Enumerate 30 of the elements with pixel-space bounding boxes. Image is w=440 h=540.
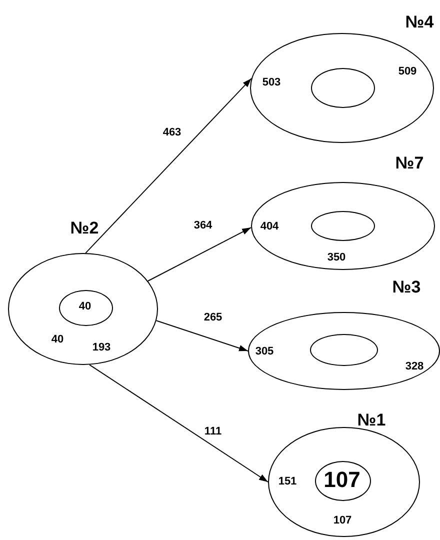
node-number: 305: [255, 346, 274, 357]
node-heading: №3: [392, 278, 421, 295]
arrow: [89, 364, 268, 482]
node-number: 350: [327, 252, 346, 263]
edge-label: 265: [202, 312, 224, 324]
ellipse-node: [58, 290, 112, 326]
node-heading: №2: [70, 219, 99, 236]
node-number: 151: [278, 476, 297, 487]
ellipse-node: [314, 460, 370, 500]
node-number: 40: [51, 334, 64, 345]
node-number: 193: [92, 342, 111, 353]
node-number: 404: [260, 221, 279, 232]
node-number: 503: [262, 77, 281, 88]
node-heading: №1: [357, 411, 386, 428]
arrow: [147, 227, 252, 282]
edge-label: 364: [192, 220, 214, 232]
arrow: [156, 320, 248, 352]
node-number: 328: [405, 361, 424, 372]
node-number: 107: [333, 515, 352, 526]
edge-label: 111: [203, 426, 223, 438]
ellipse-node: [310, 210, 374, 240]
edge-label: 463: [162, 128, 182, 138]
arrow: [85, 78, 252, 254]
node-heading: №4: [405, 13, 434, 30]
node-number: 107: [324, 469, 360, 491]
node-number: 509: [398, 66, 417, 77]
node-number: 40: [78, 302, 92, 312]
node-heading: №7: [395, 154, 424, 171]
ellipse-node: [310, 334, 378, 366]
ellipse-node: [310, 68, 374, 108]
